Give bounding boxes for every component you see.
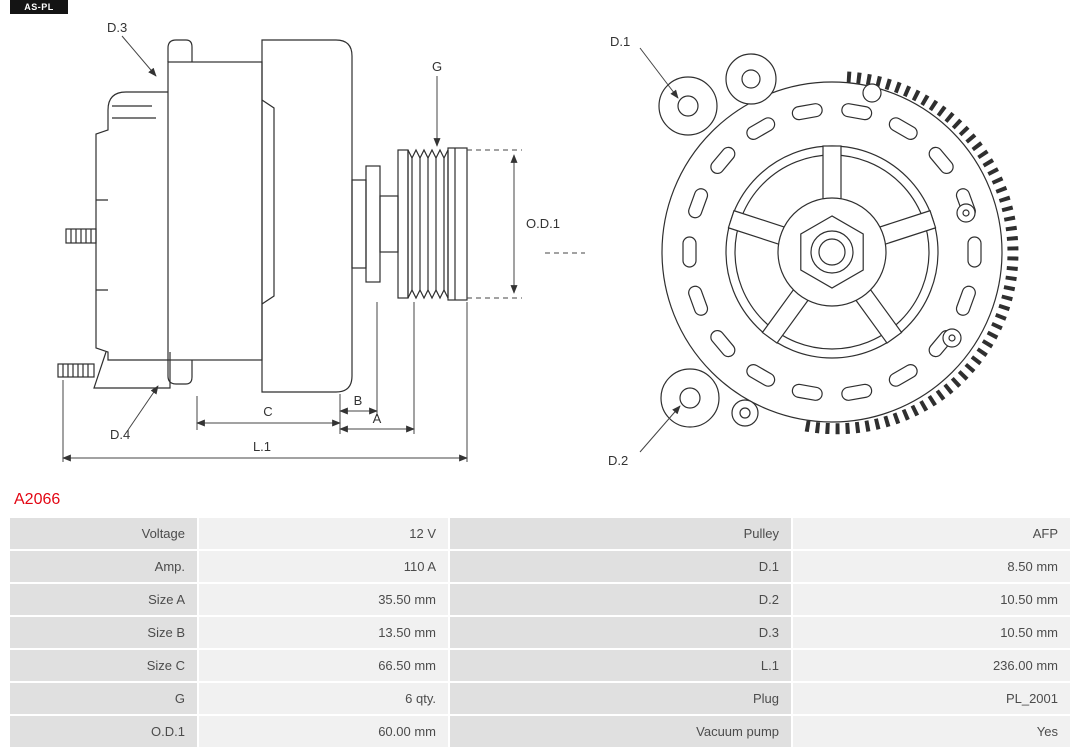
technical-drawing: D.3 G O.D.1 D.4 C B A L.1 bbox=[57, 20, 1019, 468]
mounting-hole-right bbox=[956, 203, 976, 223]
spec-row-amp-d1: Amp. 110 A D.1 8.50 mm bbox=[10, 551, 1070, 582]
top-lug bbox=[167, 39, 193, 62]
shaft-center bbox=[818, 238, 846, 266]
spec-value-size-a: 35.50 mm bbox=[199, 584, 448, 615]
rear-housing-ribs bbox=[96, 105, 156, 291]
front-bracket bbox=[261, 39, 353, 393]
dim-label-g: G bbox=[432, 59, 442, 74]
pulley bbox=[397, 147, 468, 301]
mounting-lug-top bbox=[725, 53, 777, 105]
threaded-stud-top bbox=[65, 228, 97, 244]
dim-label-b: B bbox=[354, 393, 363, 408]
housing-outline bbox=[661, 81, 1003, 423]
dim-label-l1: L.1 bbox=[253, 439, 271, 454]
spec-row-voltage-pulley: Voltage 12 V Pulley AFP bbox=[10, 518, 1070, 549]
mounting-hole-bottom bbox=[731, 399, 759, 427]
spec-row-sizec-l1: Size C 66.50 mm L.1 236.00 mm bbox=[10, 650, 1070, 681]
spec-value-d2: 10.50 mm bbox=[793, 584, 1070, 615]
spec-label-od1: O.D.1 bbox=[10, 716, 197, 747]
dim-label-od1: O.D.1 bbox=[526, 216, 560, 231]
spec-label-g: G bbox=[10, 683, 197, 714]
spec-label-size-a: Size A bbox=[10, 584, 197, 615]
spec-row-sizea-d2: Size A 35.50 mm D.2 10.50 mm bbox=[10, 584, 1070, 615]
front-view bbox=[658, 53, 1019, 435]
side-view bbox=[57, 39, 468, 393]
spec-value-voltage: 12 V bbox=[199, 518, 448, 549]
d2-leader-line bbox=[639, 405, 681, 453]
threaded-stud-bottom bbox=[57, 363, 95, 378]
spec-label-vacuum-pump: Vacuum pump bbox=[450, 716, 791, 747]
dim-label-c: C bbox=[263, 404, 272, 419]
spec-value-plug: PL_2001 bbox=[793, 683, 1070, 714]
spec-label-d1: D.1 bbox=[450, 551, 791, 582]
bottom-lug bbox=[167, 360, 193, 385]
d3-leader-line bbox=[121, 35, 157, 77]
d4-leader-line bbox=[127, 385, 159, 431]
spec-value-amp: 110 A bbox=[199, 551, 448, 582]
spec-value-pulley: AFP bbox=[793, 518, 1070, 549]
shaft-spacer bbox=[379, 195, 399, 253]
spec-label-d3: D.3 bbox=[450, 617, 791, 648]
dim-label-d1: D.1 bbox=[610, 34, 630, 49]
front-view-labels: D.1 D.2 bbox=[608, 34, 630, 468]
dim-label-d4: D.4 bbox=[110, 427, 130, 442]
stator-body bbox=[167, 61, 263, 361]
spec-label-size-c: Size C bbox=[10, 650, 197, 681]
shaft-ring bbox=[810, 230, 854, 274]
spec-value-g: 6 qty. bbox=[199, 683, 448, 714]
front-view-dimensions bbox=[639, 47, 681, 453]
dim-label-d3: D.3 bbox=[107, 20, 127, 35]
brand-logo: AS-PL bbox=[10, 0, 68, 14]
side-view-labels: D.3 G O.D.1 D.4 C B A L.1 bbox=[107, 20, 560, 454]
spec-value-d3: 10.50 mm bbox=[793, 617, 1070, 648]
spec-value-size-c: 66.50 mm bbox=[199, 650, 448, 681]
body-seam bbox=[261, 99, 275, 305]
spec-label-size-b: Size B bbox=[10, 617, 197, 648]
mounting-lug-top-left bbox=[658, 76, 718, 136]
spec-row-g-plug: G 6 qty. Plug PL_2001 bbox=[10, 683, 1070, 714]
spec-label-voltage: Voltage bbox=[10, 518, 197, 549]
bottom-bracket bbox=[93, 351, 171, 389]
d1-leader-line bbox=[639, 47, 679, 99]
spec-value-l1: 236.00 mm bbox=[793, 650, 1070, 681]
spec-label-amp: Amp. bbox=[10, 551, 197, 582]
spec-table: Voltage 12 V Pulley AFP Amp. 110 A D.1 8… bbox=[10, 518, 1070, 747]
spec-row-od1-vacuum: O.D.1 60.00 mm Vacuum pump Yes bbox=[10, 716, 1070, 747]
front-disc bbox=[365, 165, 381, 283]
side-view-dimensions bbox=[62, 35, 585, 462]
spec-row-sizeb-d3: Size B 13.50 mm D.3 10.50 mm bbox=[10, 617, 1070, 648]
spec-label-l1: L.1 bbox=[450, 650, 791, 681]
hub-nut bbox=[800, 215, 864, 289]
od1-extension-lines bbox=[467, 149, 585, 299]
spec-value-d1: 8.50 mm bbox=[793, 551, 1070, 582]
spec-value-od1: 60.00 mm bbox=[199, 716, 448, 747]
spec-label-pulley: Pulley bbox=[450, 518, 791, 549]
dim-label-d2: D.2 bbox=[608, 453, 628, 468]
dim-label-a: A bbox=[373, 411, 382, 426]
spec-value-size-b: 13.50 mm bbox=[199, 617, 448, 648]
spec-value-vacuum-pump: Yes bbox=[793, 716, 1070, 747]
mounting-hole-lower-right bbox=[942, 328, 962, 348]
spec-label-d2: D.2 bbox=[450, 584, 791, 615]
spec-label-plug: Plug bbox=[450, 683, 791, 714]
part-number: A2066 bbox=[14, 491, 61, 508]
rear-housing bbox=[95, 91, 168, 361]
shaft-step bbox=[351, 179, 367, 269]
small-boss-top bbox=[862, 83, 882, 103]
